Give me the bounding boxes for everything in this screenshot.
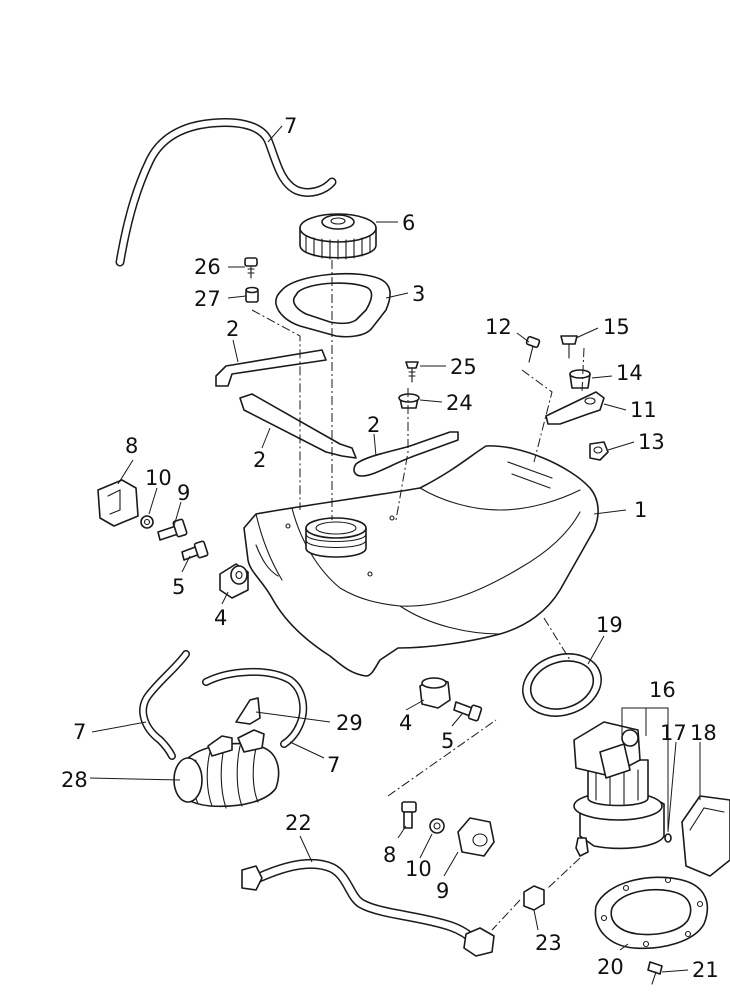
rubber-strip-right	[353, 431, 459, 477]
callout-25: 25	[450, 355, 477, 379]
bracket-11	[545, 391, 605, 425]
damper-4-lower	[419, 677, 451, 709]
gasket-19	[522, 653, 602, 717]
callout-17: 17	[660, 721, 687, 745]
bracket-8-upper	[97, 479, 139, 527]
grommet-24	[398, 393, 420, 409]
assembly-lines	[251, 260, 585, 931]
fuel-pump-16	[573, 721, 665, 857]
callout-13: 13	[638, 430, 665, 454]
collar-27	[245, 286, 259, 303]
callout-18: 18	[690, 721, 717, 745]
damper-4-upper	[219, 563, 249, 599]
callout-2: 2	[367, 413, 380, 437]
grommet-14	[569, 369, 591, 389]
retainer-plate-20	[594, 876, 709, 950]
callout-16: 16	[649, 678, 676, 702]
leader-lines	[89, 125, 701, 973]
hose-7-left	[139, 650, 190, 760]
callout-8: 8	[125, 434, 138, 458]
callout-10: 10	[405, 857, 432, 881]
callout-22: 22	[285, 811, 312, 835]
callout-3: 3	[412, 282, 425, 306]
cap-cover	[275, 272, 391, 338]
callout-2: 2	[253, 448, 266, 472]
fuel-line-22	[241, 858, 495, 957]
callout-7: 7	[73, 720, 86, 744]
callout-10: 10	[145, 466, 172, 490]
callout-8: 8	[383, 843, 396, 867]
canister-28	[173, 729, 280, 809]
clip-23	[523, 885, 545, 911]
bolt-8-lower	[401, 801, 417, 829]
callout-labels: 7 6 3 26 27 2 2 2 25 24 12 15 14 11 13 1…	[61, 114, 719, 982]
callout-7: 7	[327, 753, 340, 777]
screw-25	[405, 361, 419, 383]
bolt-15	[560, 335, 578, 359]
callout-14: 14	[616, 361, 643, 385]
callout-23: 23	[535, 931, 562, 955]
callout-21: 21	[692, 958, 719, 982]
callout-7: 7	[284, 114, 297, 138]
callout-12: 12	[485, 315, 512, 339]
callout-9: 9	[436, 879, 449, 903]
washer-10-upper	[140, 515, 154, 529]
washer-10-lower	[429, 818, 445, 834]
callout-4: 4	[399, 711, 412, 735]
callout-6: 6	[402, 211, 415, 235]
bracket-29	[235, 697, 261, 725]
bolt-26	[244, 257, 258, 279]
callout-9: 9	[177, 481, 190, 505]
callout-27: 27	[194, 287, 221, 311]
rubber-strip-middle	[239, 393, 357, 459]
bolt-5-lower	[453, 701, 483, 722]
filter-18	[681, 795, 730, 877]
bolt-12	[525, 335, 541, 363]
rubber-strip-upper	[215, 349, 327, 387]
hose-7-right	[202, 668, 308, 748]
callout-5: 5	[172, 575, 185, 599]
callout-4: 4	[214, 606, 227, 630]
callout-28: 28	[61, 768, 88, 792]
callout-19: 19	[596, 613, 623, 637]
callout-2: 2	[226, 317, 239, 341]
callout-5: 5	[441, 729, 454, 753]
bolt-5-upper	[181, 540, 209, 561]
callout-11: 11	[630, 398, 657, 422]
callout-20: 20	[597, 955, 624, 979]
o-ring-17	[664, 833, 672, 843]
callout-24: 24	[446, 391, 473, 415]
callout-29: 29	[336, 711, 363, 735]
callout-15: 15	[603, 315, 630, 339]
callout-26: 26	[194, 255, 221, 279]
vent-hose-top	[115, 118, 337, 267]
bracket-9-lower	[457, 817, 495, 857]
bolt-9-upper	[157, 518, 188, 541]
nut-13	[589, 441, 609, 461]
fuel-cap	[299, 213, 377, 260]
fuel-tank	[243, 445, 599, 677]
screw-21	[647, 961, 663, 985]
callout-1: 1	[634, 498, 647, 522]
